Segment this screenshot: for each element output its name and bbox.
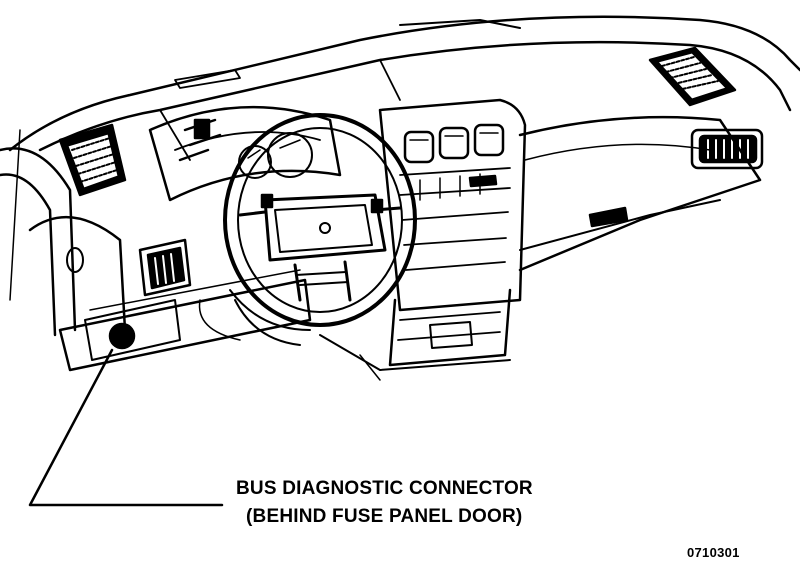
left-lower-panel (28, 215, 312, 372)
left-pillar (0, 129, 77, 337)
right-speaker-grille (648, 46, 737, 107)
figure-id: 0710301 (687, 545, 740, 560)
steering-column (198, 289, 311, 346)
diagnostic-connector-marker (108, 322, 136, 350)
left-air-vent (138, 238, 192, 297)
center-console (319, 288, 512, 381)
callout-leader (28, 348, 224, 507)
steering-wheel (223, 113, 417, 327)
glove-box (518, 115, 762, 272)
dashboard-top (8, 15, 800, 161)
center-stack (378, 98, 527, 312)
callout-label-line1: BUS DIAGNOSTIC CONNECTOR (236, 478, 533, 499)
left-speaker-grille (58, 123, 127, 197)
fuse-panel-door (84, 299, 181, 361)
instrument-cluster (148, 105, 342, 202)
callout-label-line2: (BEHIND FUSE PANEL DOOR) (246, 506, 523, 527)
